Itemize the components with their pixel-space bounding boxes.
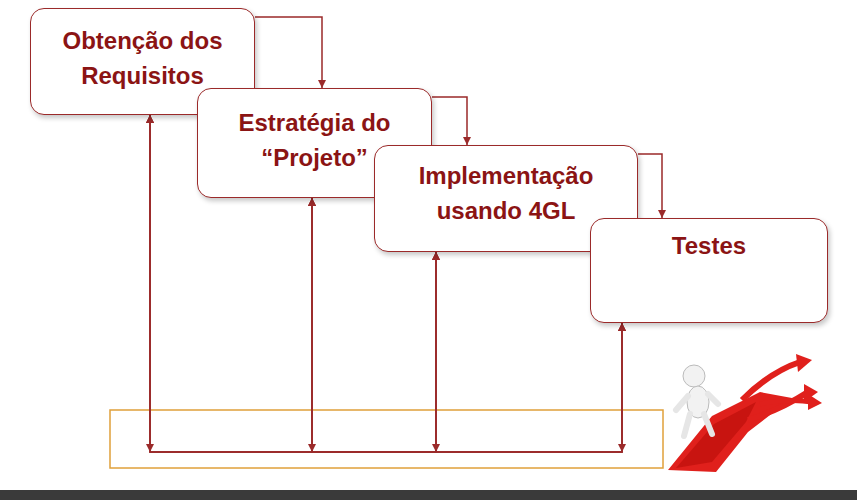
arrowhead <box>432 444 440 452</box>
arrowhead <box>308 444 316 452</box>
arrowhead <box>146 444 154 452</box>
box-label: Testes <box>601 228 817 263</box>
arrowhead <box>618 444 626 452</box>
path-illustration <box>668 354 822 472</box>
highlight-frame <box>110 410 663 468</box>
connector <box>255 17 322 88</box>
process-box: Testes <box>590 218 828 323</box>
connector <box>638 154 662 218</box>
connector <box>432 97 467 145</box>
box-label: Obtenção dos Requisitos <box>41 23 244 93</box>
bottom-bar <box>0 490 857 500</box>
box-label: Implementação usando 4GL <box>385 158 627 228</box>
